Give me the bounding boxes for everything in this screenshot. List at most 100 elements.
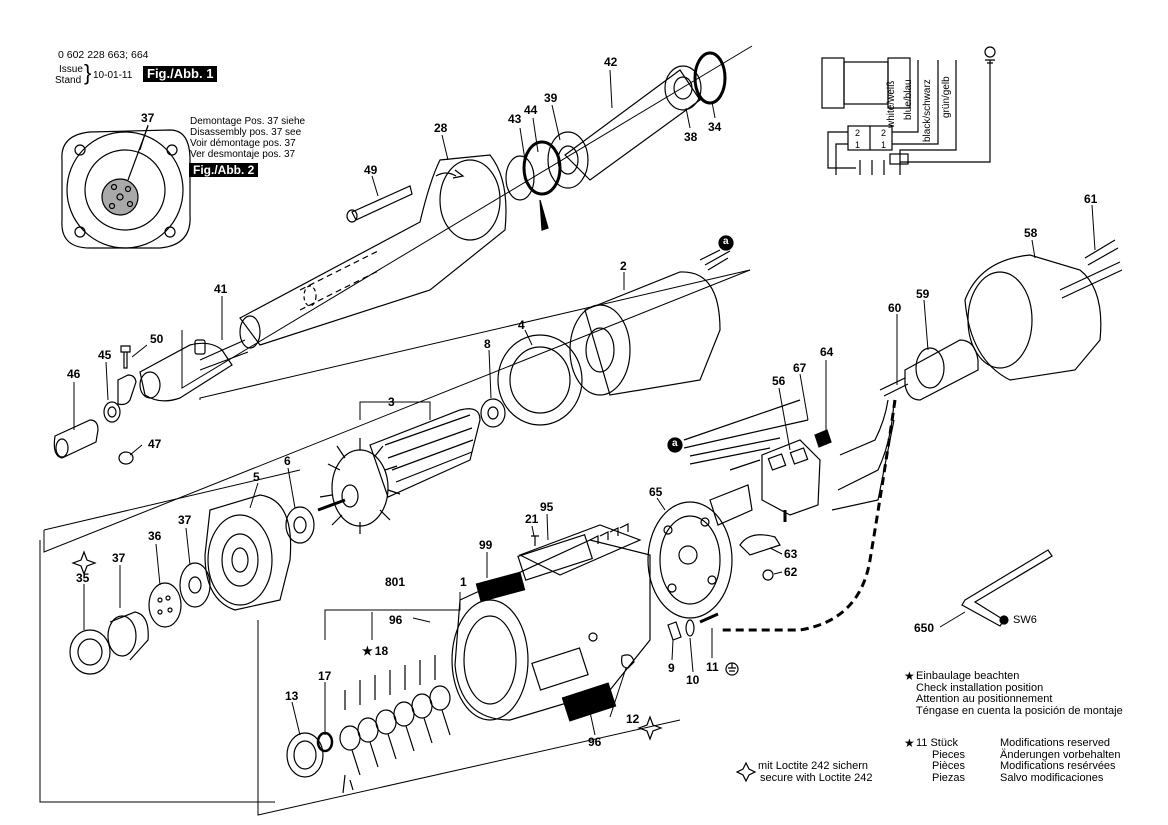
callout-58: 58 [1024,226,1038,240]
callout-6: 6 [284,454,291,468]
hex-key [961,549,1053,627]
legend-install-de: Einbaulage beachten [916,670,1020,682]
callout-5: 5 [253,470,260,484]
marker-a-mid-circle [667,437,683,453]
callout-38: 38 [684,130,698,144]
stand-label: Stand [55,75,82,86]
callout-37-front: 37 [141,111,155,125]
note-line-en: Disassembly pos. 37 see [190,127,302,138]
modifications-de: Änderungen vorbehalten [1000,748,1121,761]
modifications-en: Modifications reserved [1000,737,1111,749]
callout-47: 47 [148,437,162,451]
callout-650: 650 [914,621,935,635]
callout-8: 8 [484,337,491,351]
callout-10: 10 [686,673,700,687]
marker-a-top: a [723,236,729,247]
brush-set [286,655,451,794]
callout-37-left: 37 [112,551,126,565]
callout-13: 13 [285,689,299,703]
callout-45: 45 [98,348,112,362]
callout-1: 1 [460,575,467,589]
legend-install-fr: Attention au positionnement [916,693,1053,705]
callout-36: 36 [148,529,162,543]
callout-2: 2 [620,259,627,273]
loctite-de: mit Loctite 242 sichern [758,760,869,772]
quantity-de: 11 Stück [916,737,958,749]
callout-50: 50 [150,332,164,346]
modifications-es: Salvo modificaciones [1000,771,1104,784]
callout-17: 17 [318,669,332,683]
loctite-legend: mit Loctite 242 sichern secure with Loct… [758,760,873,784]
note-line-fr: Voir démontage pos. 37 [190,138,296,149]
quantity-legend: ★ 11 Stück Pieces Pièces Piezas [904,736,966,784]
legend-install-en: Check installation position [916,681,1044,694]
callout-61: 61 [1084,192,1098,206]
panel-top-outline [39,45,753,816]
wire-blue: blue/blau [903,79,914,120]
star-icon: ★ [904,669,915,683]
marker-a-top-circle [718,235,734,251]
callout-37-right: 37 [178,513,192,527]
callout-99: 99 [479,538,493,552]
callout-62: 62 [784,565,798,579]
installation-legend: ★ Einbaulage beachten Check installation… [904,669,1123,717]
terminal-2-right: 2 [881,128,887,138]
star-icon: ★ [904,736,915,750]
callout-95: 95 [540,500,554,514]
switch-and-screws [531,429,832,641]
wire-black: black/schwarz [922,79,933,142]
callout-18: 18 [362,645,388,658]
motor-housing-tube [199,154,507,371]
part-number: 0 602 228 663; 664 [58,49,149,61]
note-line-de: Demontage Pos. 37 siehe [190,116,306,127]
stator [480,249,731,428]
issue-brace: } [84,60,92,85]
callout-46: 46 [67,367,81,381]
spindle-bearings [505,51,727,231]
callout-9: 9 [668,661,675,675]
callout-34: 34 [708,120,722,134]
figure-2-label: Fig./Abb. 2 [189,163,259,177]
legend-install-es: Téngase en cuenta la posición de montaje [916,704,1123,717]
modifications-legend: Modifications reserved Änderungen vorbeh… [1000,737,1121,784]
loctite-en: secure with Loctite 242 [760,771,873,784]
brush-plate [647,484,753,619]
callout-3: 3 [388,395,395,409]
screw-49 [346,185,413,223]
modifications-fr: Modifications resérvées [1000,760,1116,772]
field-housing [451,523,651,722]
terminal-1-right: 1 [881,140,887,150]
callout-49: 49 [364,163,378,177]
callout-96-top: 96 [389,613,403,627]
quantity-fr: Pièces [932,760,966,772]
issue-label: Issue [59,64,83,75]
callout-65: 65 [649,485,663,499]
callout-43: 43 [508,112,522,126]
callout-801: 801 [385,575,406,589]
end-housing-front-view [61,125,191,249]
callout-12: 12 [626,712,640,726]
callout-21: 21 [525,512,539,526]
callout-96-bottom: 96 [588,735,602,749]
collet-assembly [53,339,233,465]
disassembly-note: Demontage Pos. 37 siehe Disassembly pos.… [190,116,305,160]
bearing-plate [204,494,315,611]
callout-41: 41 [214,282,228,296]
wiring-schematic [821,46,996,175]
note-line-es: Ver desmontaje pos. 37 [190,149,296,160]
sw6-label: SW6 [1013,614,1037,626]
terminal-1-left: 1 [855,140,861,150]
callout-67: 67 [793,361,807,375]
leader-lines [73,69,1096,736]
cable-and-wires [683,339,979,632]
wire-white: white/weiß [886,80,897,128]
callout-60: 60 [888,301,902,315]
loctite-and-ground-symbols [71,550,757,783]
callout-4: 4 [518,318,525,332]
callout-59: 59 [916,287,930,301]
wire-green-yellow: grün/gelb [941,76,952,118]
quantity-es: Piezas [932,771,966,784]
callout-42: 42 [604,55,618,69]
